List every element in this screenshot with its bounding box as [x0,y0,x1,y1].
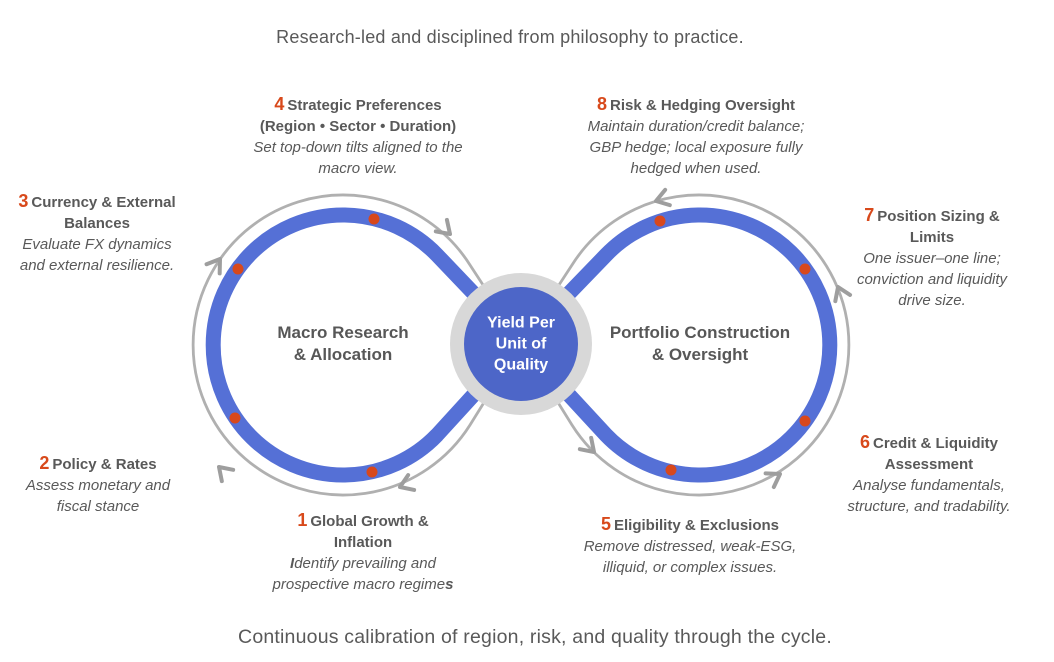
step-6-description: Analyse fundamentals, structure, and tra… [847,477,1011,515]
arrowhead-icon [398,473,417,492]
step-5-description: Remove distressed, weak-ESG, illiquid, o… [583,538,797,576]
arrowhead-icon [763,471,782,490]
badge-line1: Yield Per [487,314,555,332]
step-3-number: 3 [18,191,29,211]
arrowhead-icon [577,435,596,454]
badge-line3: Quality [493,356,549,374]
step-7-title: Position Sizing & Limits [877,208,1000,246]
center-badge-circle [464,287,578,401]
badge-line2: Unit of [495,335,547,353]
left-loop-label: Macro Research & Allocation [277,322,408,366]
right-loop-label-line2: & Oversight [651,345,749,364]
step-3-title-line2: Balances [64,215,130,232]
step-2-title: Policy & Rates [52,456,157,473]
step-8-number: 8 [596,94,607,114]
step-6-title: Credit & Liquidity [873,435,998,452]
step-1-description: Identify prevailing and prospective macr… [272,555,454,593]
step-4-number: 4 [274,94,285,114]
arrowhead-icon [433,217,452,236]
left-loop-label-line1: Macro Research [277,323,409,342]
step-8-title: Risk & Hedging Oversight [609,97,796,114]
arrowhead-icon [833,285,853,304]
step-6-number: 6 [859,432,870,452]
page-title: Research-led and disciplined from philos… [276,27,744,47]
left-outer-cycle-line [191,193,523,497]
step-1-number: 1 [297,510,308,530]
arrowhead-icon [217,465,236,484]
step-7-number: 7 [864,205,875,225]
step-1-marker [366,466,378,478]
step-6-marker [799,415,811,427]
step-8-description: Maintain duration/credit balance; GBP he… [587,118,805,177]
step-3-description: Evaluate FX dynamics and external resili… [19,236,175,274]
page-caption: Continuous calibration of region, risk, … [238,626,832,648]
arrowhead-icon [204,257,222,276]
step-3-title: Currency & External [31,194,176,211]
right-outer-cycle-line [519,193,851,497]
right-loop-ring [513,207,838,483]
step-4-title-line2: (Region • Sector • Duration) [259,118,457,135]
center-badge-label: Yield Per Unit of Quality [487,313,555,376]
step-2-description: Assess monetary and fiscal stance [25,477,171,515]
step-2-marker [229,412,241,424]
step-8-marker [654,215,666,227]
step-5-number: 5 [600,514,611,534]
left-loop-label-line2: & Allocation [293,345,393,364]
step-5-title: Eligibility & Exclusions [613,517,780,534]
step-7-description: One issuer–one line; conviction and liqu… [856,250,1008,309]
right-loop-label-line1: Portfolio Construction [609,323,791,342]
step-1-title: Global Growth & Inflation [310,513,429,551]
left-loop-ring [205,207,529,483]
step-6-title-line2: Assessment [884,456,974,473]
step-4-marker [368,213,380,225]
step-2-number: 2 [39,453,50,473]
step-3-marker [232,263,244,275]
step-4-description: Set top-down tilts aligned to the macro … [253,139,463,177]
right-loop-label: Portfolio Construction & Oversight [610,322,790,366]
arrowhead-icon [654,187,672,208]
step-4-title: Strategic Preferences [287,97,442,114]
step-7-marker [799,263,811,275]
step-5-marker [665,464,677,476]
